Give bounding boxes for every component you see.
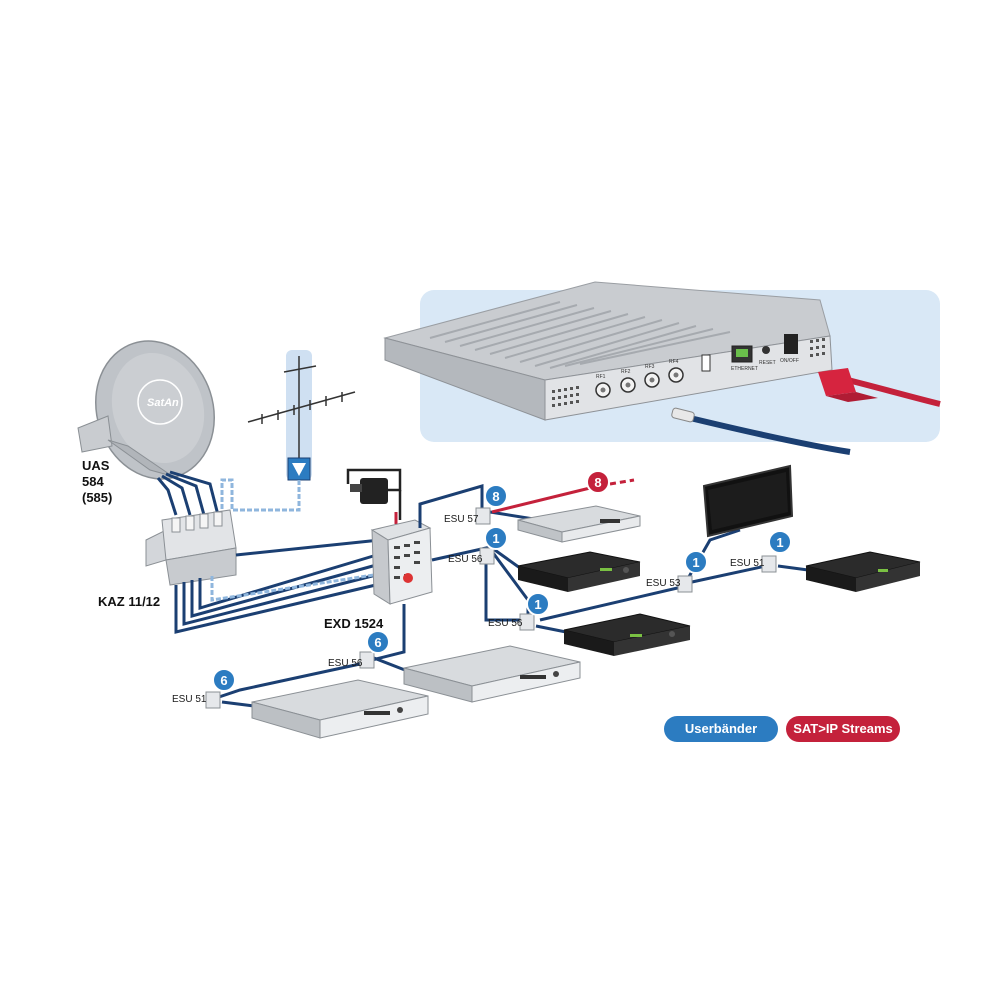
terrestrial-antenna xyxy=(247,356,356,460)
lnb-cables xyxy=(156,470,220,516)
satip-red-line-dashed xyxy=(609,478,635,486)
receiver-black-1 xyxy=(517,551,641,592)
satip-red-line xyxy=(491,486,591,514)
socket-esu53 xyxy=(677,575,693,593)
ethernet-port-label: ETHERNET xyxy=(731,366,758,372)
badge-esu56-bottom: 6 xyxy=(366,630,390,654)
satan-logo: SatAn xyxy=(147,397,179,409)
dish-model-line-2: 584 xyxy=(82,474,104,489)
svg-text:8: 8 xyxy=(594,475,601,490)
extender-exd xyxy=(370,519,433,605)
badge-esu53: 1 xyxy=(684,550,708,574)
terrestrial-trunk-cable xyxy=(210,572,381,602)
power-adapter xyxy=(346,468,402,520)
svg-text:8: 8 xyxy=(492,489,499,504)
badge-esu57: 8 xyxy=(484,484,508,508)
socket-esu51-bottom xyxy=(205,691,221,709)
receiver-silver-large-1 xyxy=(403,645,581,703)
socket-label-esu51-right: ESU 51 xyxy=(730,558,765,569)
on-off-port-label: ON/OFF xyxy=(780,358,799,364)
badge-esu51-right: 1 xyxy=(768,530,792,554)
dish-model-line-3: (585) xyxy=(82,490,112,505)
multiswitch-kaz xyxy=(145,509,237,586)
socket-label-esu56-top: ESU 56 xyxy=(448,554,483,565)
power-switch xyxy=(784,334,798,354)
rf3-port-label: RF3 xyxy=(645,364,655,370)
legend-satip: SAT>IP Streams xyxy=(786,716,900,742)
badge-esu56-mid: 1 xyxy=(526,592,550,616)
distribution-cables xyxy=(215,484,809,708)
svg-text:6: 6 xyxy=(220,673,227,688)
tv-screen xyxy=(702,464,794,538)
coax-cable-panel xyxy=(689,415,851,455)
rf4-port-label: RF4 xyxy=(669,359,679,365)
usb-port xyxy=(701,354,711,372)
socket-label-esu53: ESU 53 xyxy=(646,578,681,589)
socket-label-esu56-mid: ESU 56 xyxy=(488,618,523,629)
multiswitch-label: KAZ 11/12 xyxy=(98,594,160,609)
svg-text:6: 6 xyxy=(374,635,381,650)
svg-text:1: 1 xyxy=(534,597,541,612)
svg-text:1: 1 xyxy=(692,555,699,570)
satan-logo-badge xyxy=(137,379,183,425)
rj45-plug xyxy=(818,368,878,402)
legend-userbands: Userbänder xyxy=(664,716,778,742)
receiver-silver-small xyxy=(517,505,641,543)
dish-model-line-1: UAS xyxy=(82,458,110,473)
svg-text:1: 1 xyxy=(492,531,499,546)
reset-button xyxy=(762,346,770,354)
trunk-cables xyxy=(174,538,381,634)
socket-esu56-bottom xyxy=(359,651,375,669)
lan-cable-red xyxy=(839,375,941,407)
reset-port-label: RESET xyxy=(759,360,776,366)
extender-label: EXD 1524 xyxy=(324,616,384,631)
socket-esu56-top xyxy=(479,547,495,565)
receiver-black-2 xyxy=(563,613,691,656)
terrestrial-feed-cable xyxy=(220,478,301,515)
rf2-port-label: RF2 xyxy=(621,369,631,375)
socket-label-esu56-bottom: ESU 56 xyxy=(328,658,363,669)
satellite-dish: SatAn xyxy=(77,340,216,480)
svg-text:1: 1 xyxy=(776,535,783,550)
socket-esu51-right xyxy=(761,555,777,573)
socket-label-esu51-bottom: ESU 51 xyxy=(172,694,207,705)
satip-server-device: RF1 RF2 RF3 RF4 ETHERNET RESET ON/OFF xyxy=(383,281,833,421)
badge-satip: 8 xyxy=(586,470,610,494)
socket-esu57 xyxy=(475,507,491,525)
rf1-port-label: RF1 xyxy=(596,374,606,380)
receiver-silver-large-2 xyxy=(251,679,429,739)
badge-esu56-top: 1 xyxy=(484,526,508,550)
receiver-black-3 xyxy=(805,551,921,592)
badge-esu51-bottom: 6 xyxy=(212,668,236,692)
socket-esu56-mid xyxy=(519,613,535,631)
socket-label-esu57: ESU 57 xyxy=(444,514,479,525)
